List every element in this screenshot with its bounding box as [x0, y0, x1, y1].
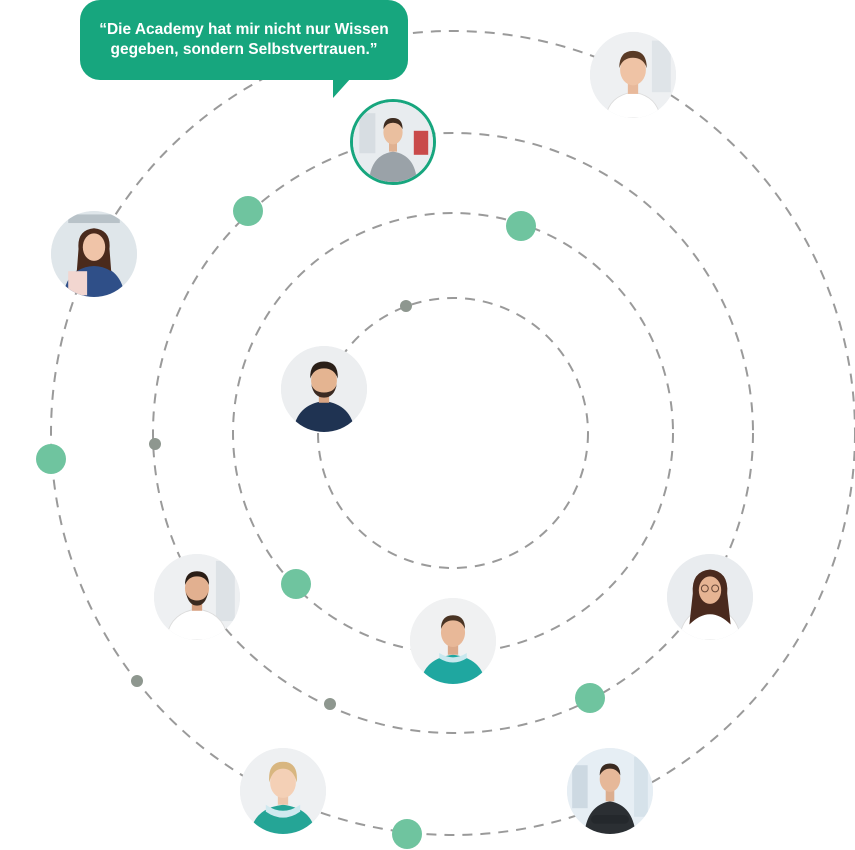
man-portrait-icon — [353, 102, 433, 182]
woman-portrait-icon — [590, 32, 676, 118]
person-bottom-right[interactable] — [567, 748, 653, 834]
woman-portrait-icon — [667, 554, 753, 640]
woman-portrait-icon — [51, 211, 137, 297]
orbit-dots — [36, 196, 605, 849]
person-center[interactable] — [281, 346, 367, 432]
man-portrait-icon — [567, 748, 653, 834]
testimonial-quote: “Die Academy hat mir nicht nur Wissen ge… — [99, 21, 389, 58]
orbit-ring-3 — [152, 132, 754, 734]
person-left-top[interactable] — [51, 211, 137, 297]
orbit-dot — [392, 819, 422, 849]
woman-portrait-icon — [240, 748, 326, 834]
man-portrait-icon — [281, 346, 367, 432]
person-right-middle[interactable] — [667, 554, 753, 640]
person-left-middle[interactable] — [154, 554, 240, 640]
orbit-dot — [506, 211, 536, 241]
orbit-lines — [50, 30, 855, 836]
orbit-dot-small — [149, 438, 161, 450]
person-bottom-center[interactable] — [410, 598, 496, 684]
person-speaking[interactable] — [350, 99, 436, 185]
orbit-ring-1 — [317, 297, 589, 569]
orbit-dot — [233, 196, 263, 226]
orbit-ring-4 — [50, 30, 855, 836]
orbit-dot-small — [324, 698, 336, 710]
orbit-dot — [36, 444, 66, 474]
person-top-right[interactable] — [590, 32, 676, 118]
man-portrait-icon — [154, 554, 240, 640]
orbit-dot — [575, 683, 605, 713]
orbit-dot-small — [400, 300, 412, 312]
person-bottom-left[interactable] — [240, 748, 326, 834]
man-portrait-icon — [410, 598, 496, 684]
testimonial-bubble: “Die Academy hat mir nicht nur Wissen ge… — [80, 0, 408, 80]
orbit-dot — [281, 569, 311, 599]
orbit-dot-small — [131, 675, 143, 687]
bubble-tail — [333, 78, 351, 98]
